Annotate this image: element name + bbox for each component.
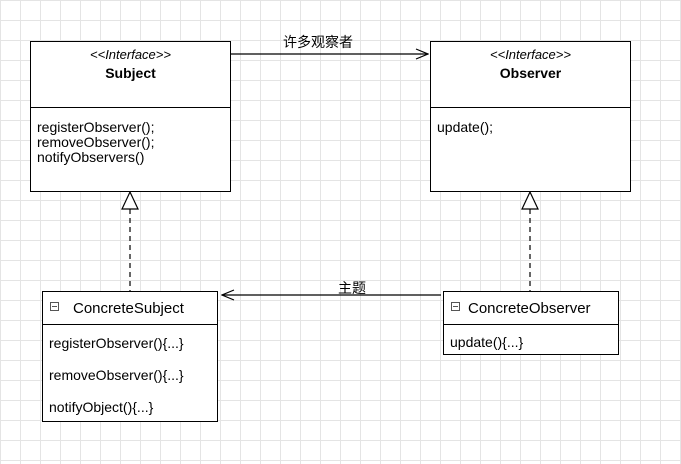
observer-stereotype: <<Interface>> (490, 47, 571, 62)
concrete-subject-box[interactable]: ConcreteSubject registerObserver(){...} … (42, 291, 218, 422)
concrete-subject-divider (43, 324, 217, 325)
observer-name: Observer (499, 65, 562, 81)
concrete-observer-name: ConcreteObserver (468, 300, 591, 317)
edge-label-subject: 主题 (338, 280, 366, 296)
concrete-observer-box[interactable]: ConcreteObserver update(){...} (443, 291, 619, 355)
concrete-subject-method: registerObserver(){...} (49, 335, 184, 351)
collapse-icon[interactable] (50, 302, 59, 311)
realization-triangle-observer (521, 190, 539, 210)
subject-methods: registerObserver(); removeObserver(); no… (37, 120, 154, 165)
subject-method: removeObserver(); (37, 134, 155, 150)
concrete-subject-header: ConcreteSubject (43, 292, 217, 324)
subject-divider (31, 107, 230, 108)
subject-method: notifyObservers() (37, 149, 145, 165)
edge-label-many-observers: 许多观察者 (283, 34, 353, 50)
realization-triangle-subject (121, 190, 139, 210)
concrete-subject-name: ConcreteSubject (73, 300, 184, 317)
subject-interface-box[interactable]: <<Interface>> Subject registerObserver()… (30, 41, 231, 192)
observer-method: update(); (437, 119, 494, 135)
concrete-subject-method: notifyObject(){...} (49, 399, 154, 415)
concrete-observer-divider (444, 324, 618, 325)
observer-methods: update(); (437, 120, 493, 135)
concrete-subject-method: removeObserver(){...} (49, 367, 184, 383)
subject-name: Subject (105, 65, 156, 81)
observer-interface-box[interactable]: <<Interface>> Observer update(); (430, 41, 631, 192)
concrete-observer-header: ConcreteObserver (444, 292, 618, 324)
subject-method: registerObserver(); (37, 119, 155, 135)
observer-divider (431, 107, 630, 108)
concrete-observer-method: update(){...} (450, 334, 524, 350)
subject-stereotype: <<Interface>> (90, 47, 171, 62)
collapse-icon[interactable] (451, 302, 460, 311)
